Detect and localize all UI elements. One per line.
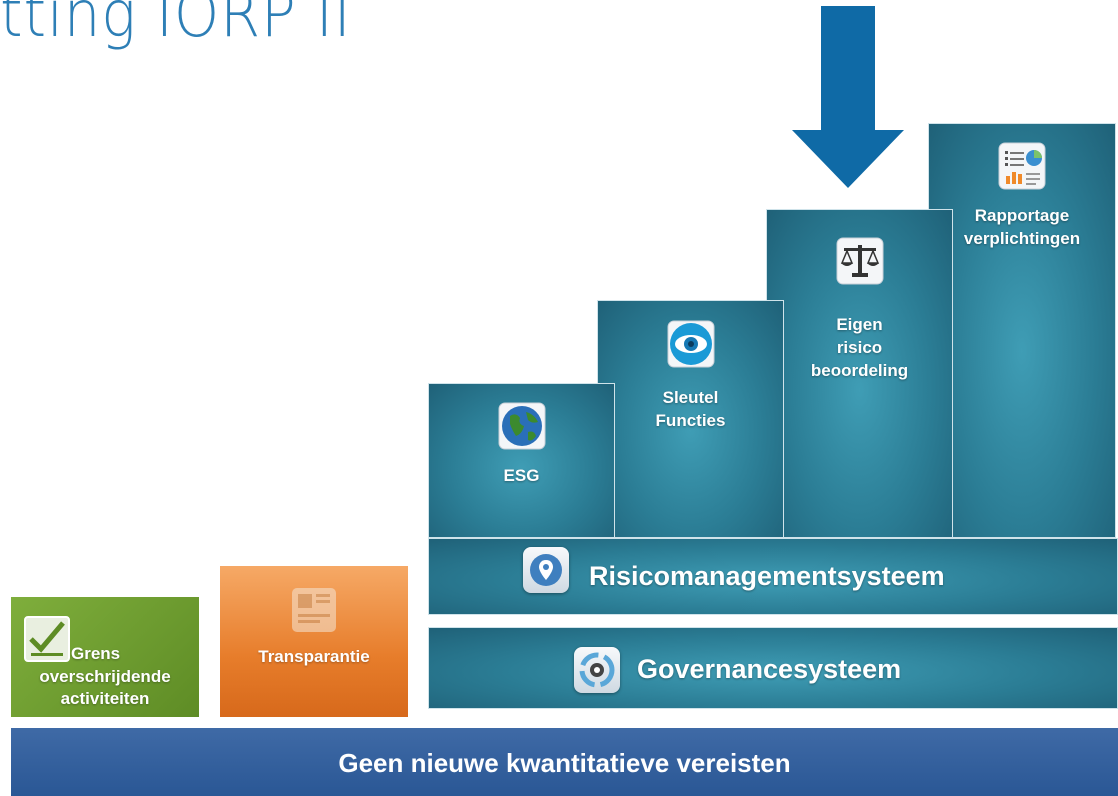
transparantie-label: Transparantie: [258, 647, 370, 666]
report-icon: [998, 142, 1046, 190]
governance-label: Governancesysteem: [637, 654, 902, 684]
eigen-label-1: Eigen: [836, 315, 883, 334]
box-transparantie: Transparantie: [220, 566, 408, 717]
sleutel-label-1: Sleutel: [662, 388, 719, 407]
band-risicomanagement: Risicomanagementsysteem: [428, 538, 1118, 615]
down-arrow-icon: [792, 6, 904, 188]
column-eigen-risico: Eigen risico beoordeling: [766, 209, 953, 538]
document-icon: [292, 588, 336, 632]
grens-label-1: Grens: [71, 644, 121, 663]
eye-icon: [667, 320, 714, 368]
rapportage-label-2: verplichtingen: [963, 229, 1081, 248]
scales-icon: [836, 237, 883, 285]
globe-icon: [498, 402, 545, 450]
bar-geen-nieuwe-kwantitatieve-vereisten: Geen nieuwe kwantitatieve vereisten: [11, 728, 1118, 796]
grens-label-2: overschrijdende: [39, 667, 171, 686]
grens-label-3: activiteiten: [60, 689, 150, 708]
box-grens-overschrijdend: Grens overschrijdende activiteiten: [11, 597, 199, 717]
checklist-icon: [24, 616, 70, 662]
bottom-label: Geen nieuwe kwantitatieve vereisten: [338, 748, 791, 778]
column-rapportage: Rapportage verplichtingen: [928, 123, 1116, 538]
location-pin-icon: [523, 547, 569, 593]
eigen-label-3: beoordeling: [810, 361, 909, 380]
column-sleutel-functies: Sleutel Functies: [597, 300, 784, 538]
rapportage-label-1: Rapportage: [974, 206, 1070, 225]
esg-label: ESG: [503, 466, 540, 485]
eigen-label-2: risico: [836, 338, 883, 357]
gear-cycle-icon: [574, 647, 620, 693]
risicomanagement-label: Risicomanagementsysteem: [589, 561, 945, 591]
page-title: tting IORP II: [0, 0, 352, 52]
column-esg: ESG: [428, 383, 615, 538]
sleutel-label-2: Functies: [655, 411, 726, 430]
band-governance: Governancesysteem: [428, 627, 1118, 709]
